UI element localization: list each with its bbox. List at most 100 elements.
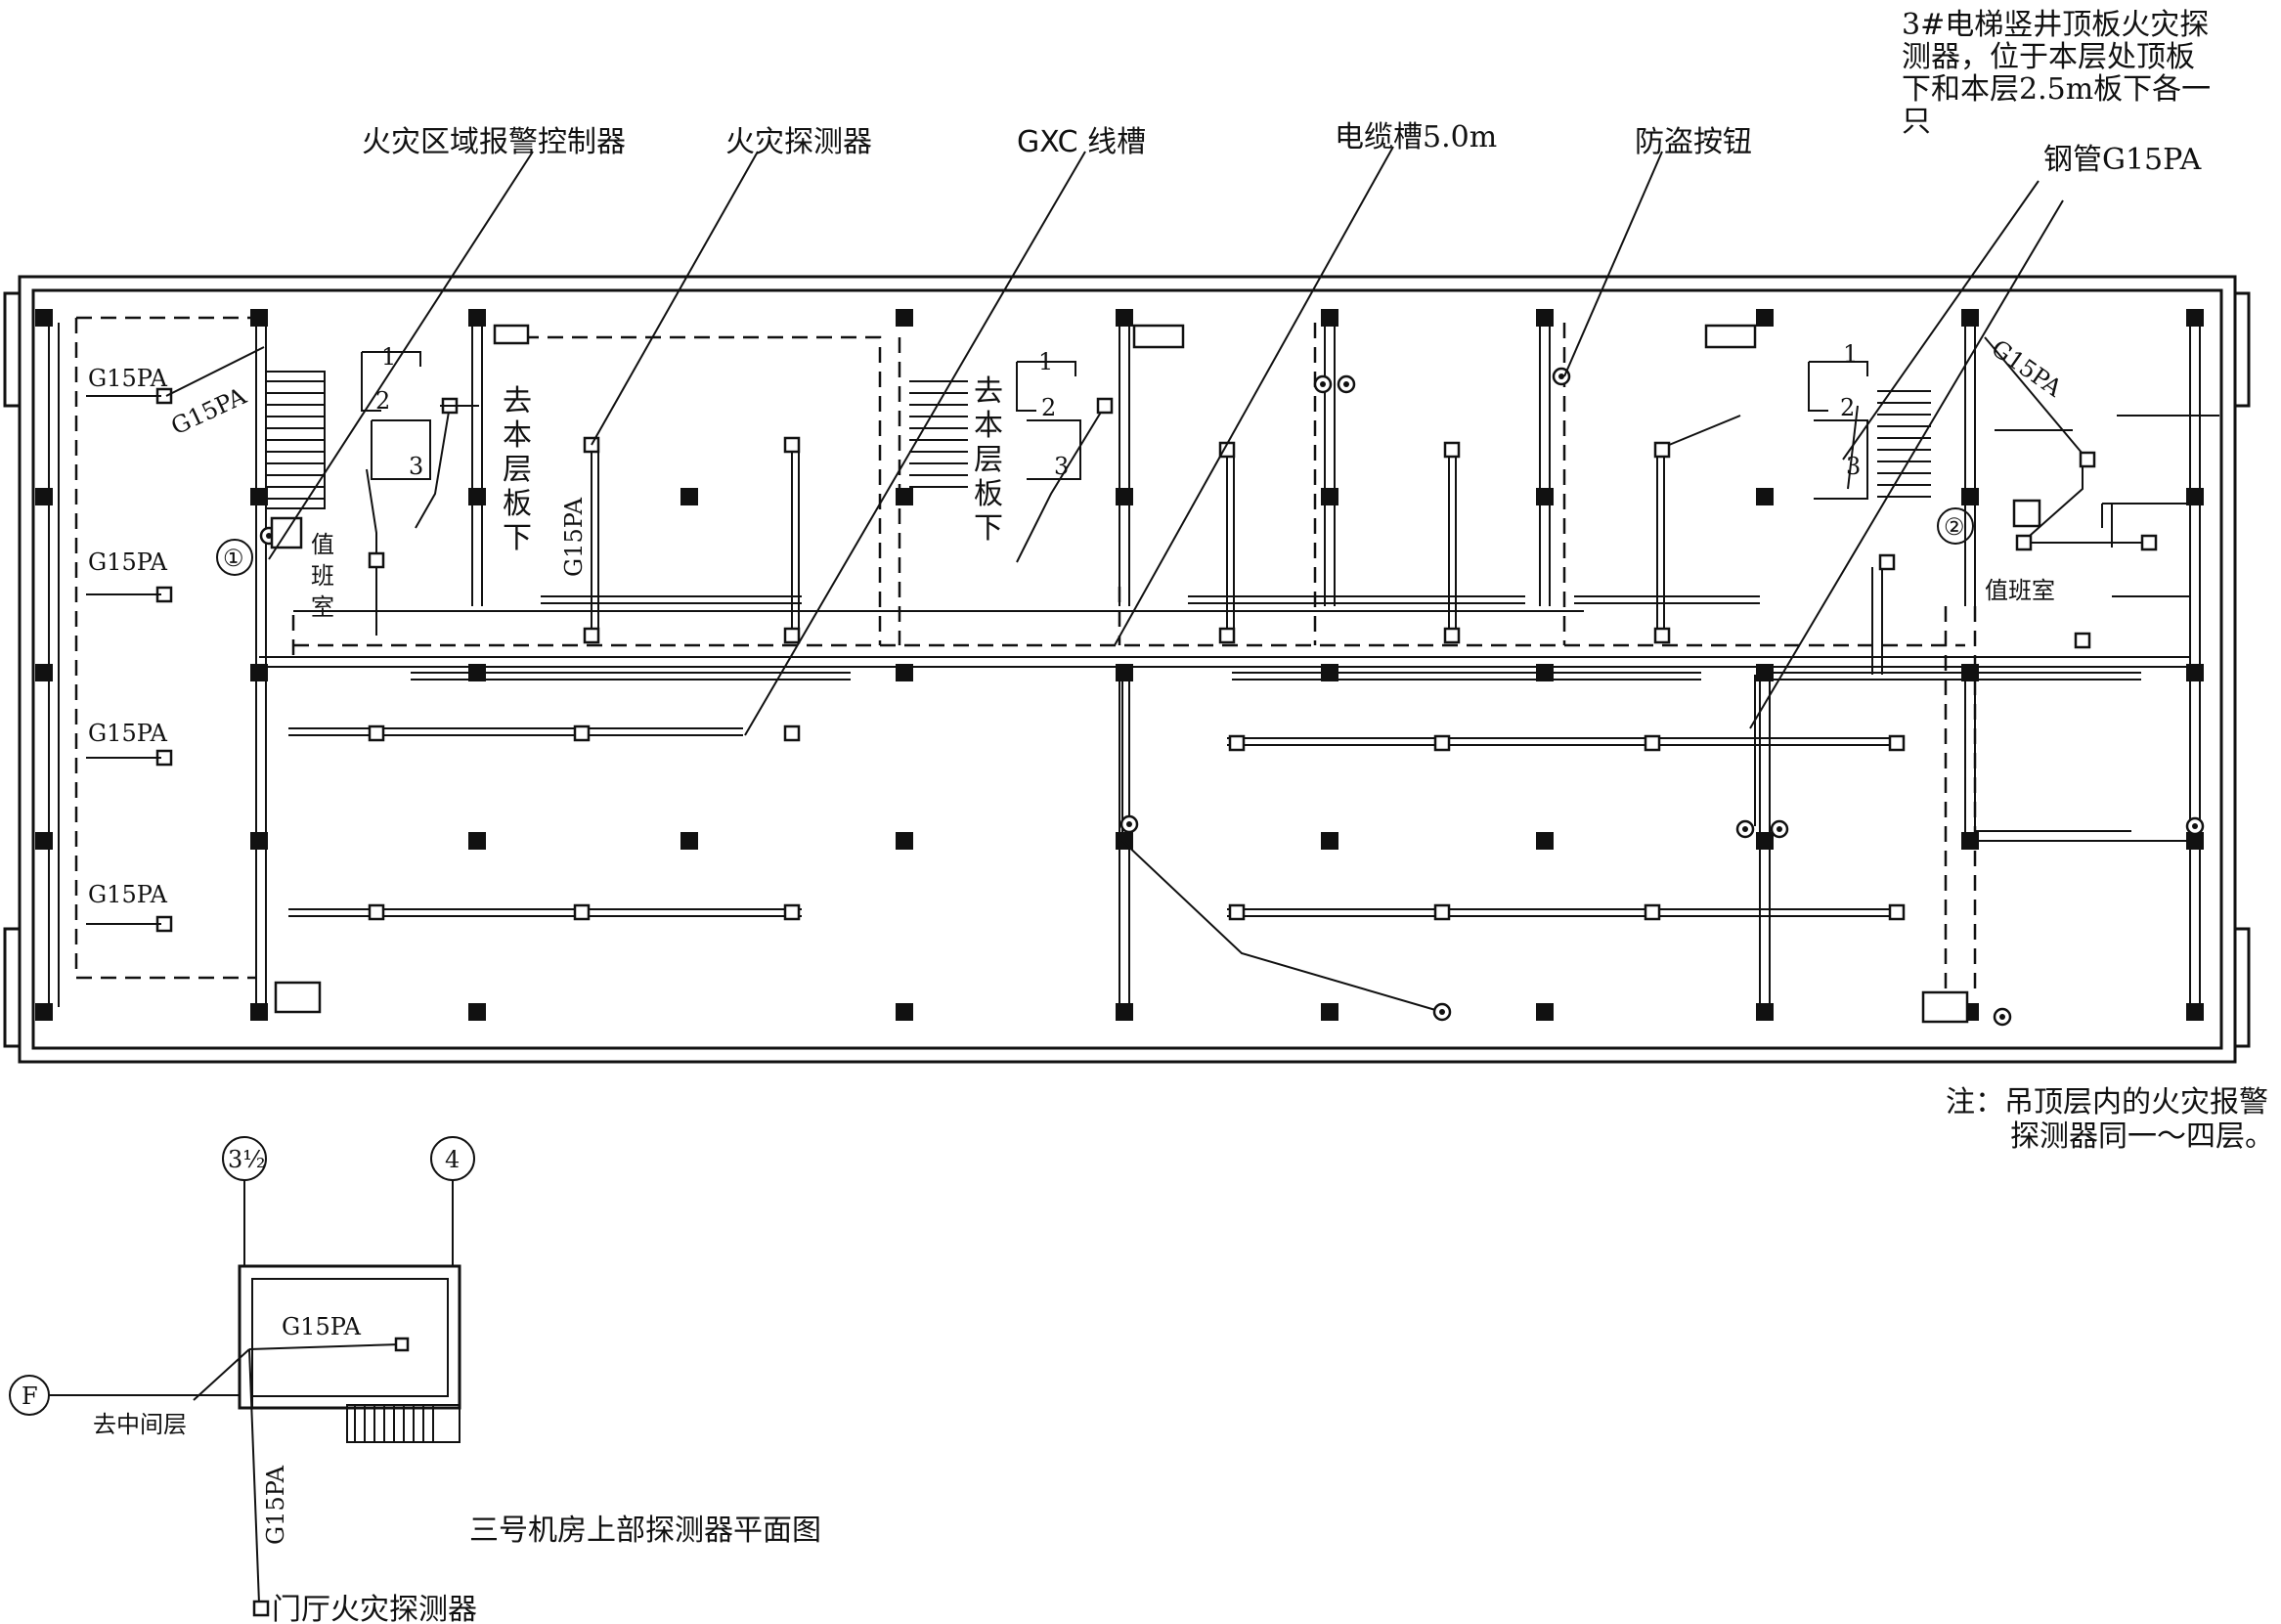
drop-f bbox=[1871, 567, 1883, 675]
detector-32 bbox=[2079, 451, 2096, 468]
g15pa-diag-right bbox=[1984, 336, 2088, 461]
column-0-4 bbox=[35, 1003, 53, 1021]
leader-button bbox=[1563, 151, 1663, 377]
column-6-4 bbox=[1536, 1003, 1554, 1021]
duty-left-3: 室 bbox=[311, 593, 334, 621]
column-0-2 bbox=[35, 664, 53, 681]
branch-room-c bbox=[1574, 595, 1760, 604]
wall-v-6 bbox=[1539, 323, 1551, 606]
floor-left-4: 板 bbox=[503, 487, 532, 521]
outer-wall bbox=[18, 275, 2237, 1064]
column-2-2 bbox=[468, 664, 486, 681]
detector-3 bbox=[1443, 441, 1461, 459]
detector-23 bbox=[1644, 903, 1661, 921]
detector-10 bbox=[1653, 627, 1671, 644]
label-fire-controller: 火灾区域报警控制器 bbox=[362, 125, 626, 159]
column-8-0 bbox=[1961, 309, 1979, 327]
floor-left-3: 层 bbox=[503, 453, 532, 487]
stairs-right-rooms bbox=[1808, 361, 1868, 500]
axis-3-5-label: 3½ bbox=[228, 1146, 266, 1173]
duty-right: 值班室 bbox=[1985, 577, 2055, 604]
label-elevator-note-2: 测器，位于本层处顶板 bbox=[1902, 40, 2195, 74]
inset-title: 三号机房上部探测器平面图 bbox=[469, 1514, 821, 1548]
floor-mid-3: 层 bbox=[974, 443, 1003, 477]
right-bottom-wing bbox=[2235, 927, 2251, 1048]
detector-5 bbox=[1878, 553, 1896, 571]
detector-14 bbox=[1228, 734, 1246, 752]
column-extra-4 bbox=[1321, 832, 1338, 850]
detector-1 bbox=[783, 436, 801, 454]
stairs-left-rooms bbox=[361, 351, 431, 480]
note: 注：吊顶层内的火灾报警 探测器同一～四层。 bbox=[1946, 1085, 2274, 1154]
column-extra-1 bbox=[468, 832, 486, 850]
detector-24 bbox=[1888, 903, 1906, 921]
anti-theft-run bbox=[1121, 675, 1443, 1013]
stairs-left-steps bbox=[266, 380, 325, 500]
drop-b bbox=[791, 450, 800, 636]
detector-7 bbox=[783, 627, 801, 644]
label-g15pa-3: G15PA bbox=[88, 720, 168, 747]
stairs-left-run bbox=[366, 468, 377, 636]
box-e bbox=[1921, 990, 1969, 1024]
leader-cable bbox=[1114, 146, 1394, 646]
stairs-left-run-b bbox=[415, 405, 451, 529]
column-3-2 bbox=[896, 664, 913, 681]
anti-theft-button-dot-6 bbox=[2192, 823, 2198, 829]
inset-drop bbox=[248, 1348, 260, 1604]
detector-9 bbox=[1443, 627, 1461, 644]
stairs-right-steps bbox=[1877, 390, 1931, 498]
branch-row-1-left bbox=[288, 727, 743, 736]
interior-walls bbox=[48, 323, 2219, 1012]
column-1-0 bbox=[250, 309, 268, 327]
column-1-2 bbox=[250, 664, 268, 681]
anti-theft-button-dot-9 bbox=[266, 533, 272, 539]
anti-theft-button-dot-4 bbox=[1742, 826, 1748, 832]
stair-left-1: 1 bbox=[381, 343, 396, 371]
column-4-1 bbox=[1116, 488, 1133, 505]
label-fire-detector: 火灾探测器 bbox=[725, 125, 872, 159]
axis-1-label: ① bbox=[223, 545, 244, 572]
fire-detectors bbox=[155, 387, 2158, 933]
label-steel-pipe: 钢管G15PA bbox=[2043, 143, 2202, 177]
detector-13 bbox=[783, 724, 801, 742]
wall-seg-c bbox=[1760, 672, 2141, 680]
duty-room-right-box bbox=[2012, 499, 2041, 528]
drop-d bbox=[1448, 450, 1457, 636]
hall-detector-label: 门厅火灾探测器 bbox=[272, 1593, 477, 1624]
column-9-4 bbox=[2186, 1003, 2204, 1021]
note-line-1: 注：吊顶层内的火灾报警 bbox=[1946, 1085, 2268, 1119]
drop-e bbox=[1656, 450, 1665, 636]
column-extra-5 bbox=[1536, 832, 1554, 850]
inner-wall bbox=[31, 288, 2223, 1050]
label-g15pa-6: G15PA bbox=[1987, 334, 2068, 403]
column-5-1 bbox=[1321, 488, 1338, 505]
column-extra-3 bbox=[896, 832, 913, 850]
drop-c bbox=[1226, 450, 1235, 636]
wall-seg-b bbox=[1232, 672, 1701, 680]
detector-17 bbox=[1888, 734, 1906, 752]
column-7-0 bbox=[1756, 309, 1774, 327]
column-0-1 bbox=[35, 488, 53, 505]
mezzanine-leader bbox=[193, 1348, 250, 1401]
column-5-2 bbox=[1321, 664, 1338, 681]
detector-4 bbox=[1653, 441, 1671, 459]
detector-16 bbox=[1644, 734, 1661, 752]
column-7-3 bbox=[1756, 832, 1774, 850]
column-8-3 bbox=[1961, 832, 1979, 850]
floor-mid-5: 下 bbox=[974, 511, 1003, 546]
axis-2-label: ② bbox=[1944, 513, 1965, 541]
column-9-0 bbox=[2186, 309, 2204, 327]
anti-theft-button-dot-2 bbox=[1558, 373, 1564, 379]
box-c bbox=[1704, 324, 1757, 349]
duty-left-2: 班 bbox=[311, 562, 334, 590]
column-3-0 bbox=[896, 309, 913, 327]
duty-right-link bbox=[2021, 460, 2084, 544]
building-outline bbox=[3, 275, 2251, 1064]
axis-2-bubble bbox=[1937, 507, 1974, 545]
column-6-1 bbox=[1536, 488, 1554, 505]
detector-20 bbox=[783, 903, 801, 921]
stairwell-right bbox=[1808, 361, 1931, 500]
leader-controller bbox=[268, 151, 534, 560]
wall-v-8 bbox=[1964, 323, 1976, 606]
detector-lines bbox=[288, 336, 2195, 1013]
